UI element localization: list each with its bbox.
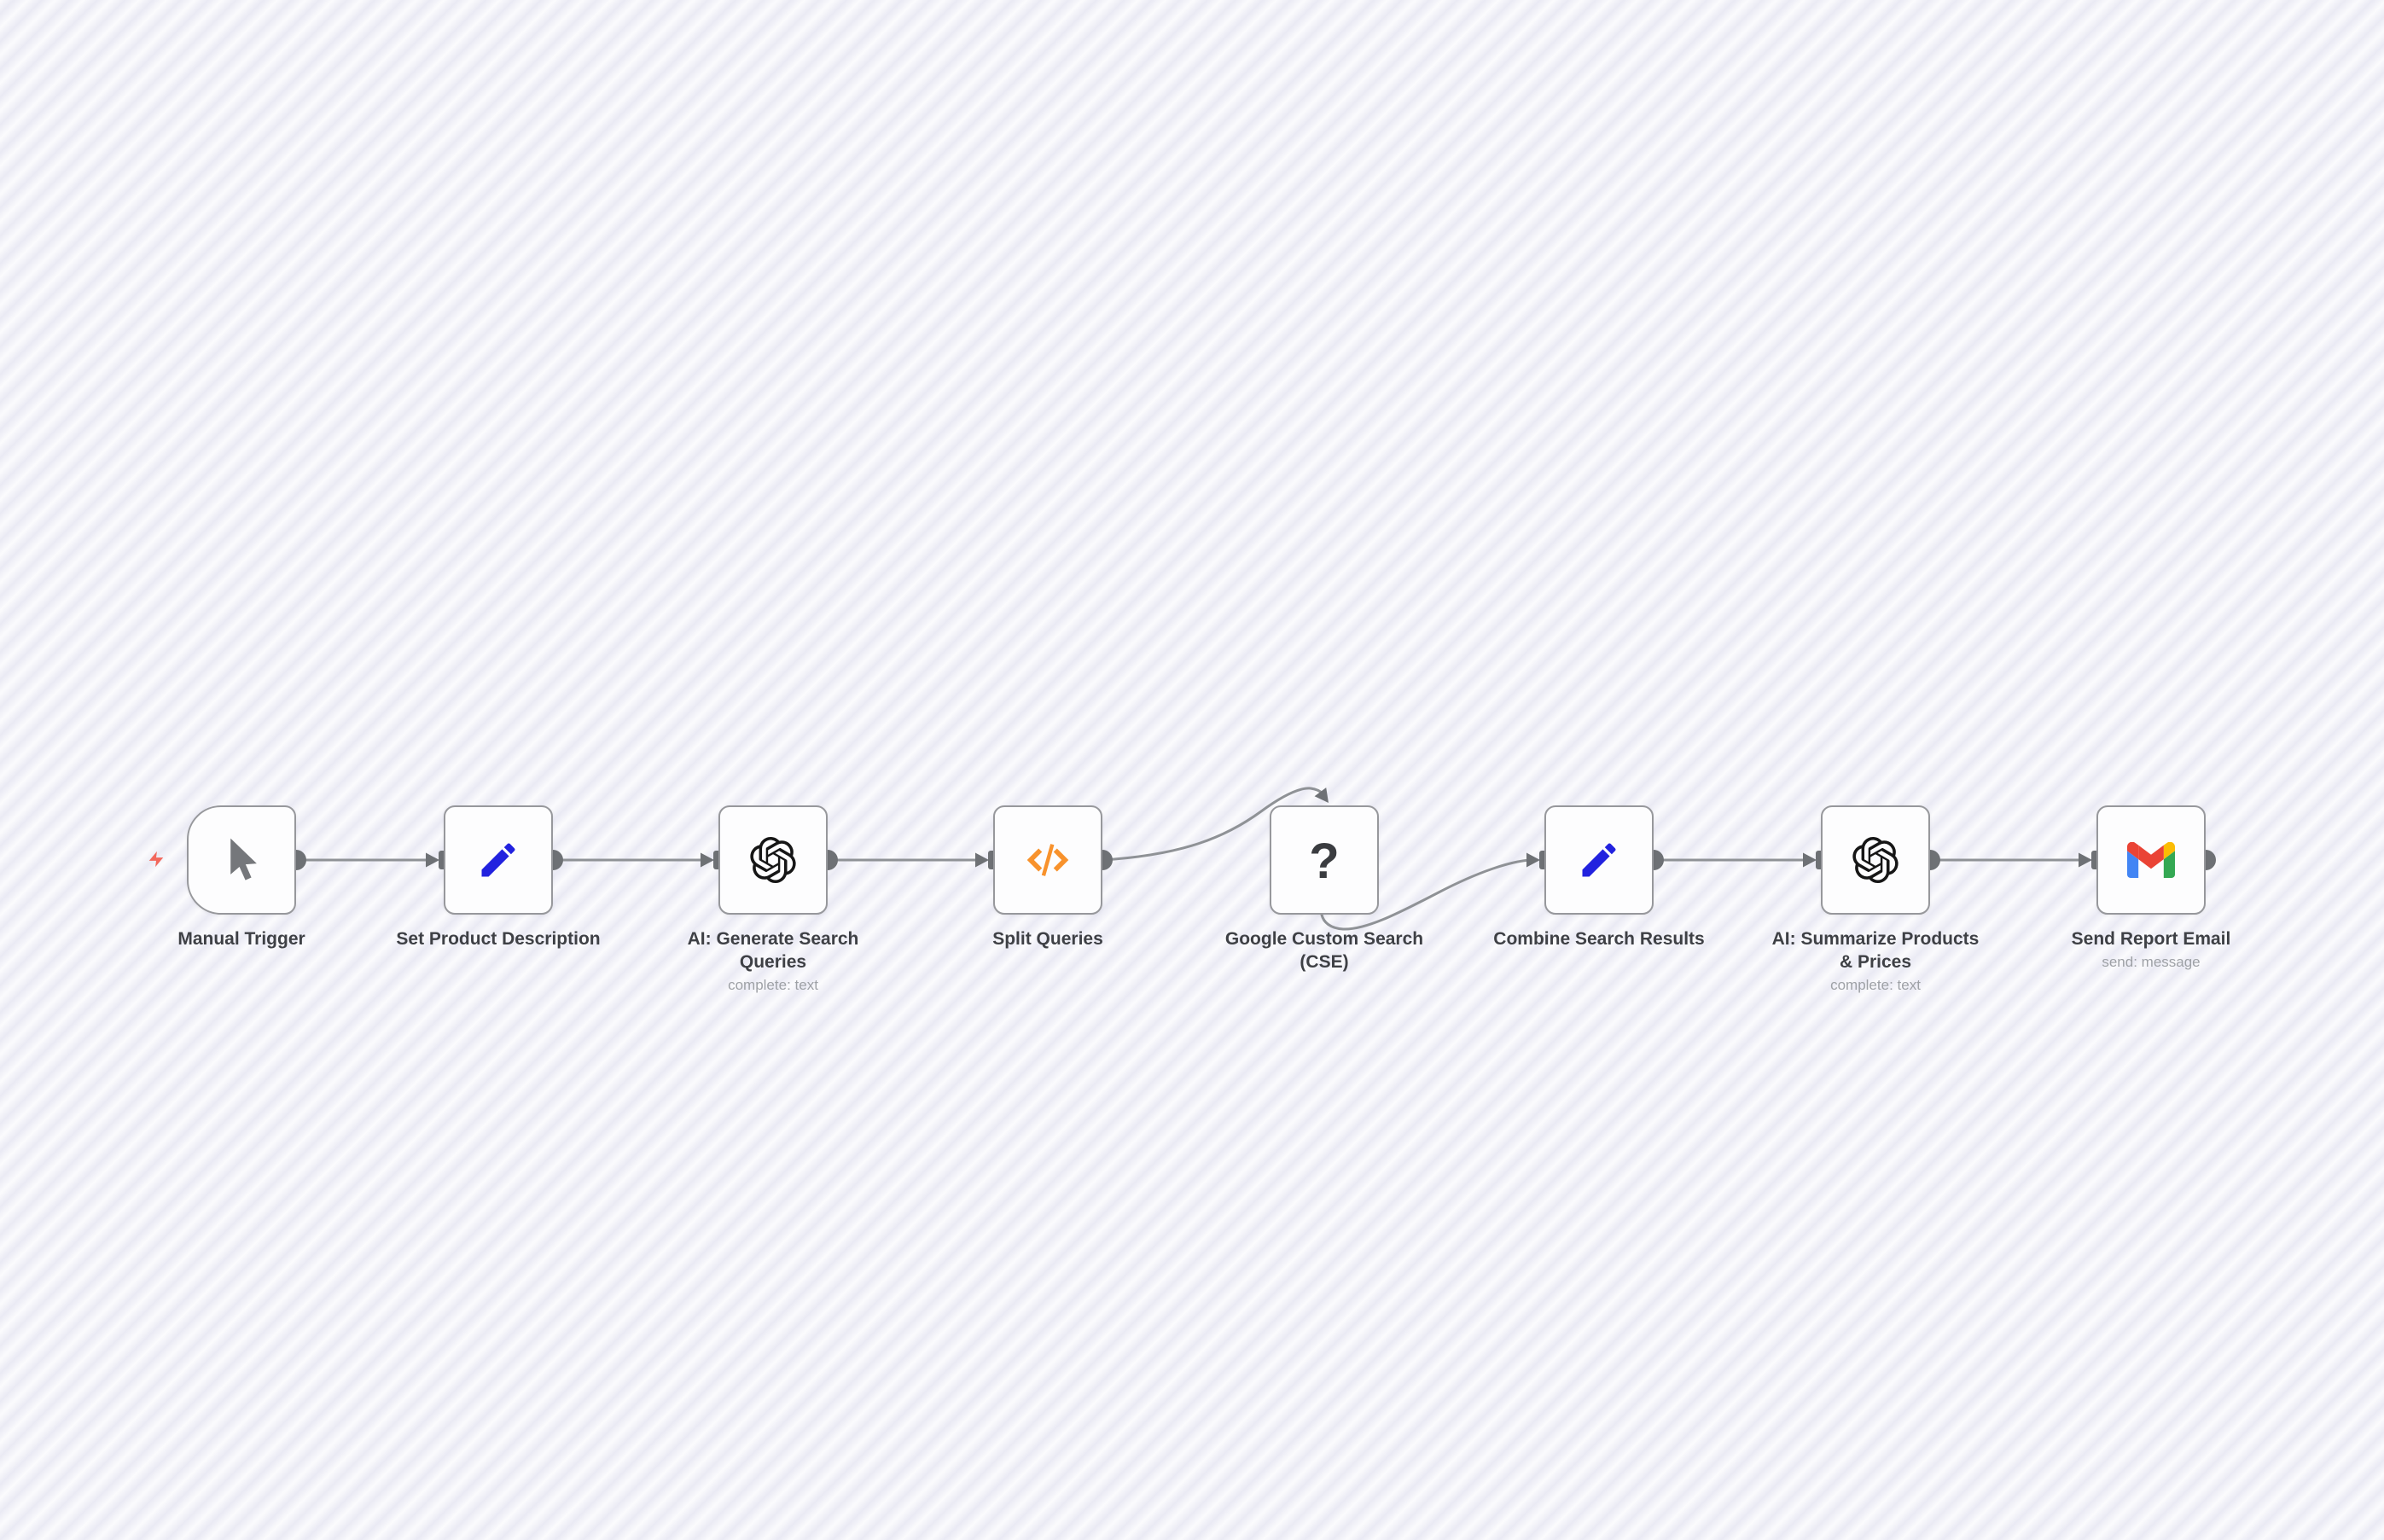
node-google-custom-search-cse[interactable]: ? Google Custom Search (CSE) [1225,805,1423,972]
node-subtitle: send: message [2102,954,2201,970]
node-label: Google Custom Search (CSE) [1224,929,1424,972]
connection-split-queries-to-google-custom-search-cse[interactable] [1101,787,1324,862]
node-combine-search-results[interactable]: Combine Search Results [1493,805,1705,949]
pencil-icon [476,838,520,882]
connection-arrow-icon [426,852,439,868]
node-subtitle: complete: text [728,977,818,993]
node-label: Combine Search Results [1493,929,1705,949]
node-text: AI: Generate Search Queries complete: tex… [688,927,859,994]
question-icon: ? [1309,834,1340,889]
node-text: Set Product Description [396,927,600,950]
connection-google-custom-search-cse-to-combine-search-results[interactable] [1320,858,1531,931]
cursor-icon [224,836,259,884]
node-label: Split Queries [992,929,1103,949]
node-label: Set Product Description [396,929,601,949]
node-label: AI: Generate Search Queries [687,929,859,972]
node-text: AI: Summarize Products & Prices complete:… [1772,927,1980,994]
node-split-queries[interactable]: Split Queries [992,805,1103,949]
node-text: Send Report Email send: message [2072,927,2231,971]
connection-arrow-icon [2079,852,2092,868]
trigger-pulse-icon [147,848,166,870]
connection-arrow-icon [701,852,714,868]
pencil-icon [1577,838,1621,882]
connection-arrow-icon [1803,852,1817,868]
question-glyph: ? [1309,834,1340,889]
connection-arrow-icon [975,852,989,868]
node-text: Manual Trigger [177,927,305,950]
openai-icon [1852,837,1898,883]
node-subtitle: complete: text [1830,977,1921,993]
node-set-product-description[interactable]: Set Product Description [396,805,601,949]
node-label: Manual Trigger [177,929,305,949]
openai-icon [750,837,796,883]
node-text: Google Custom Search (CSE) [1225,927,1423,973]
code-icon [1025,837,1071,883]
node-text: Combine Search Results [1493,927,1704,950]
node-text: Split Queries [992,927,1103,950]
connection-arrow-icon [1314,787,1329,803]
connection-arrow-icon [1526,852,1540,868]
node-label: Send Report Email [2071,929,2231,949]
gmail-icon [2127,842,2175,878]
node-manual-trigger[interactable]: Manual Trigger [177,805,305,949]
node-label: AI: Summarize Products & Prices [1771,929,1980,972]
node-ai-summarize-products-prices[interactable]: AI: Summarize Products & Prices complete:… [1772,805,1979,993]
node-ai-generate-search-queries[interactable]: AI: Generate Search Queries complete: tex… [688,805,858,993]
node-send-report-email[interactable]: Send Report Email send: message [2072,805,2230,970]
